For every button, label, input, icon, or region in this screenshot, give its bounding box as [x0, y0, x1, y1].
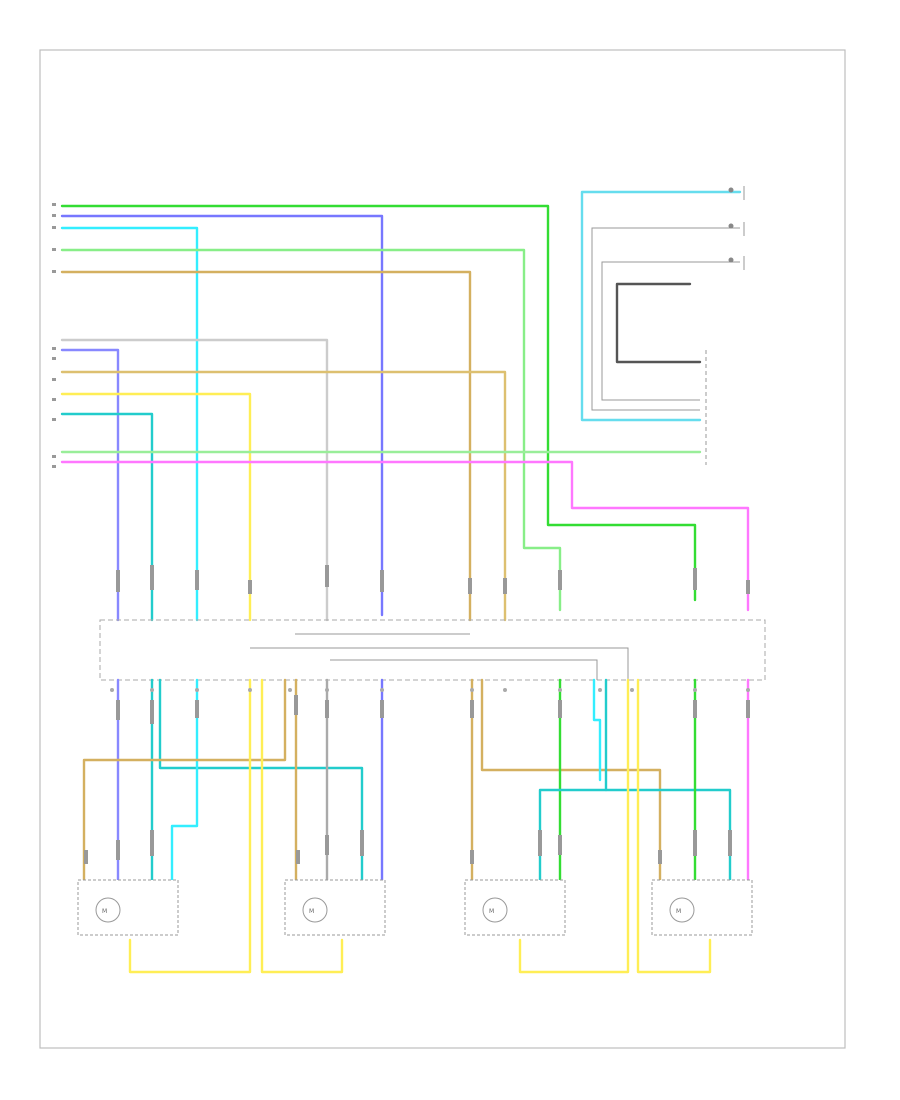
actuator-motor-2: M	[284, 879, 386, 936]
connector-stubs	[116, 565, 750, 594]
actuator-motor-3: M	[464, 879, 566, 936]
wire-blue-top	[60, 214, 384, 617]
wire-lightgreen-top	[60, 248, 562, 612]
upper-harness-wires	[60, 204, 697, 622]
wire-black-sensor	[615, 282, 702, 364]
sensor-icon	[728, 223, 734, 229]
svg-text:M: M	[489, 908, 494, 915]
wire-grey-mid	[60, 338, 329, 622]
motor-icon	[302, 897, 328, 923]
motor-icon	[482, 897, 508, 923]
actuator-motor-4: M	[651, 879, 753, 936]
wire-blue-mid	[60, 348, 120, 622]
middle-harness-wires	[60, 338, 750, 622]
left-pin-marks	[52, 203, 56, 468]
svg-text:M: M	[676, 908, 681, 915]
motor-icon	[669, 897, 695, 923]
sensor-icon	[728, 257, 734, 263]
wire-green-top	[60, 204, 697, 602]
sensor-icon	[728, 187, 734, 193]
lower-connector-stubs	[84, 695, 750, 864]
wire-tan-mid	[60, 370, 507, 622]
junction-connector	[99, 619, 766, 681]
actuator-motor-1: M	[77, 879, 179, 936]
motor-icon	[95, 897, 121, 923]
pin-dots	[110, 688, 750, 692]
wire-cyan-sensor	[580, 190, 742, 422]
svg-text:M: M	[102, 908, 107, 915]
wire-gray-sensor-1	[591, 227, 740, 411]
diagram-frame	[39, 49, 846, 1049]
wire-tan-top	[60, 270, 472, 622]
wire-teal-mid	[60, 412, 154, 622]
wire-cyan-top	[60, 226, 199, 622]
wire-pink-mid	[60, 460, 750, 612]
lower-wires	[82, 678, 750, 974]
svg-text:M: M	[309, 908, 314, 915]
sensor-group-top-right	[580, 186, 745, 465]
wire-gray-sensor-2	[601, 261, 740, 401]
wire-yellow-mid	[60, 392, 252, 622]
